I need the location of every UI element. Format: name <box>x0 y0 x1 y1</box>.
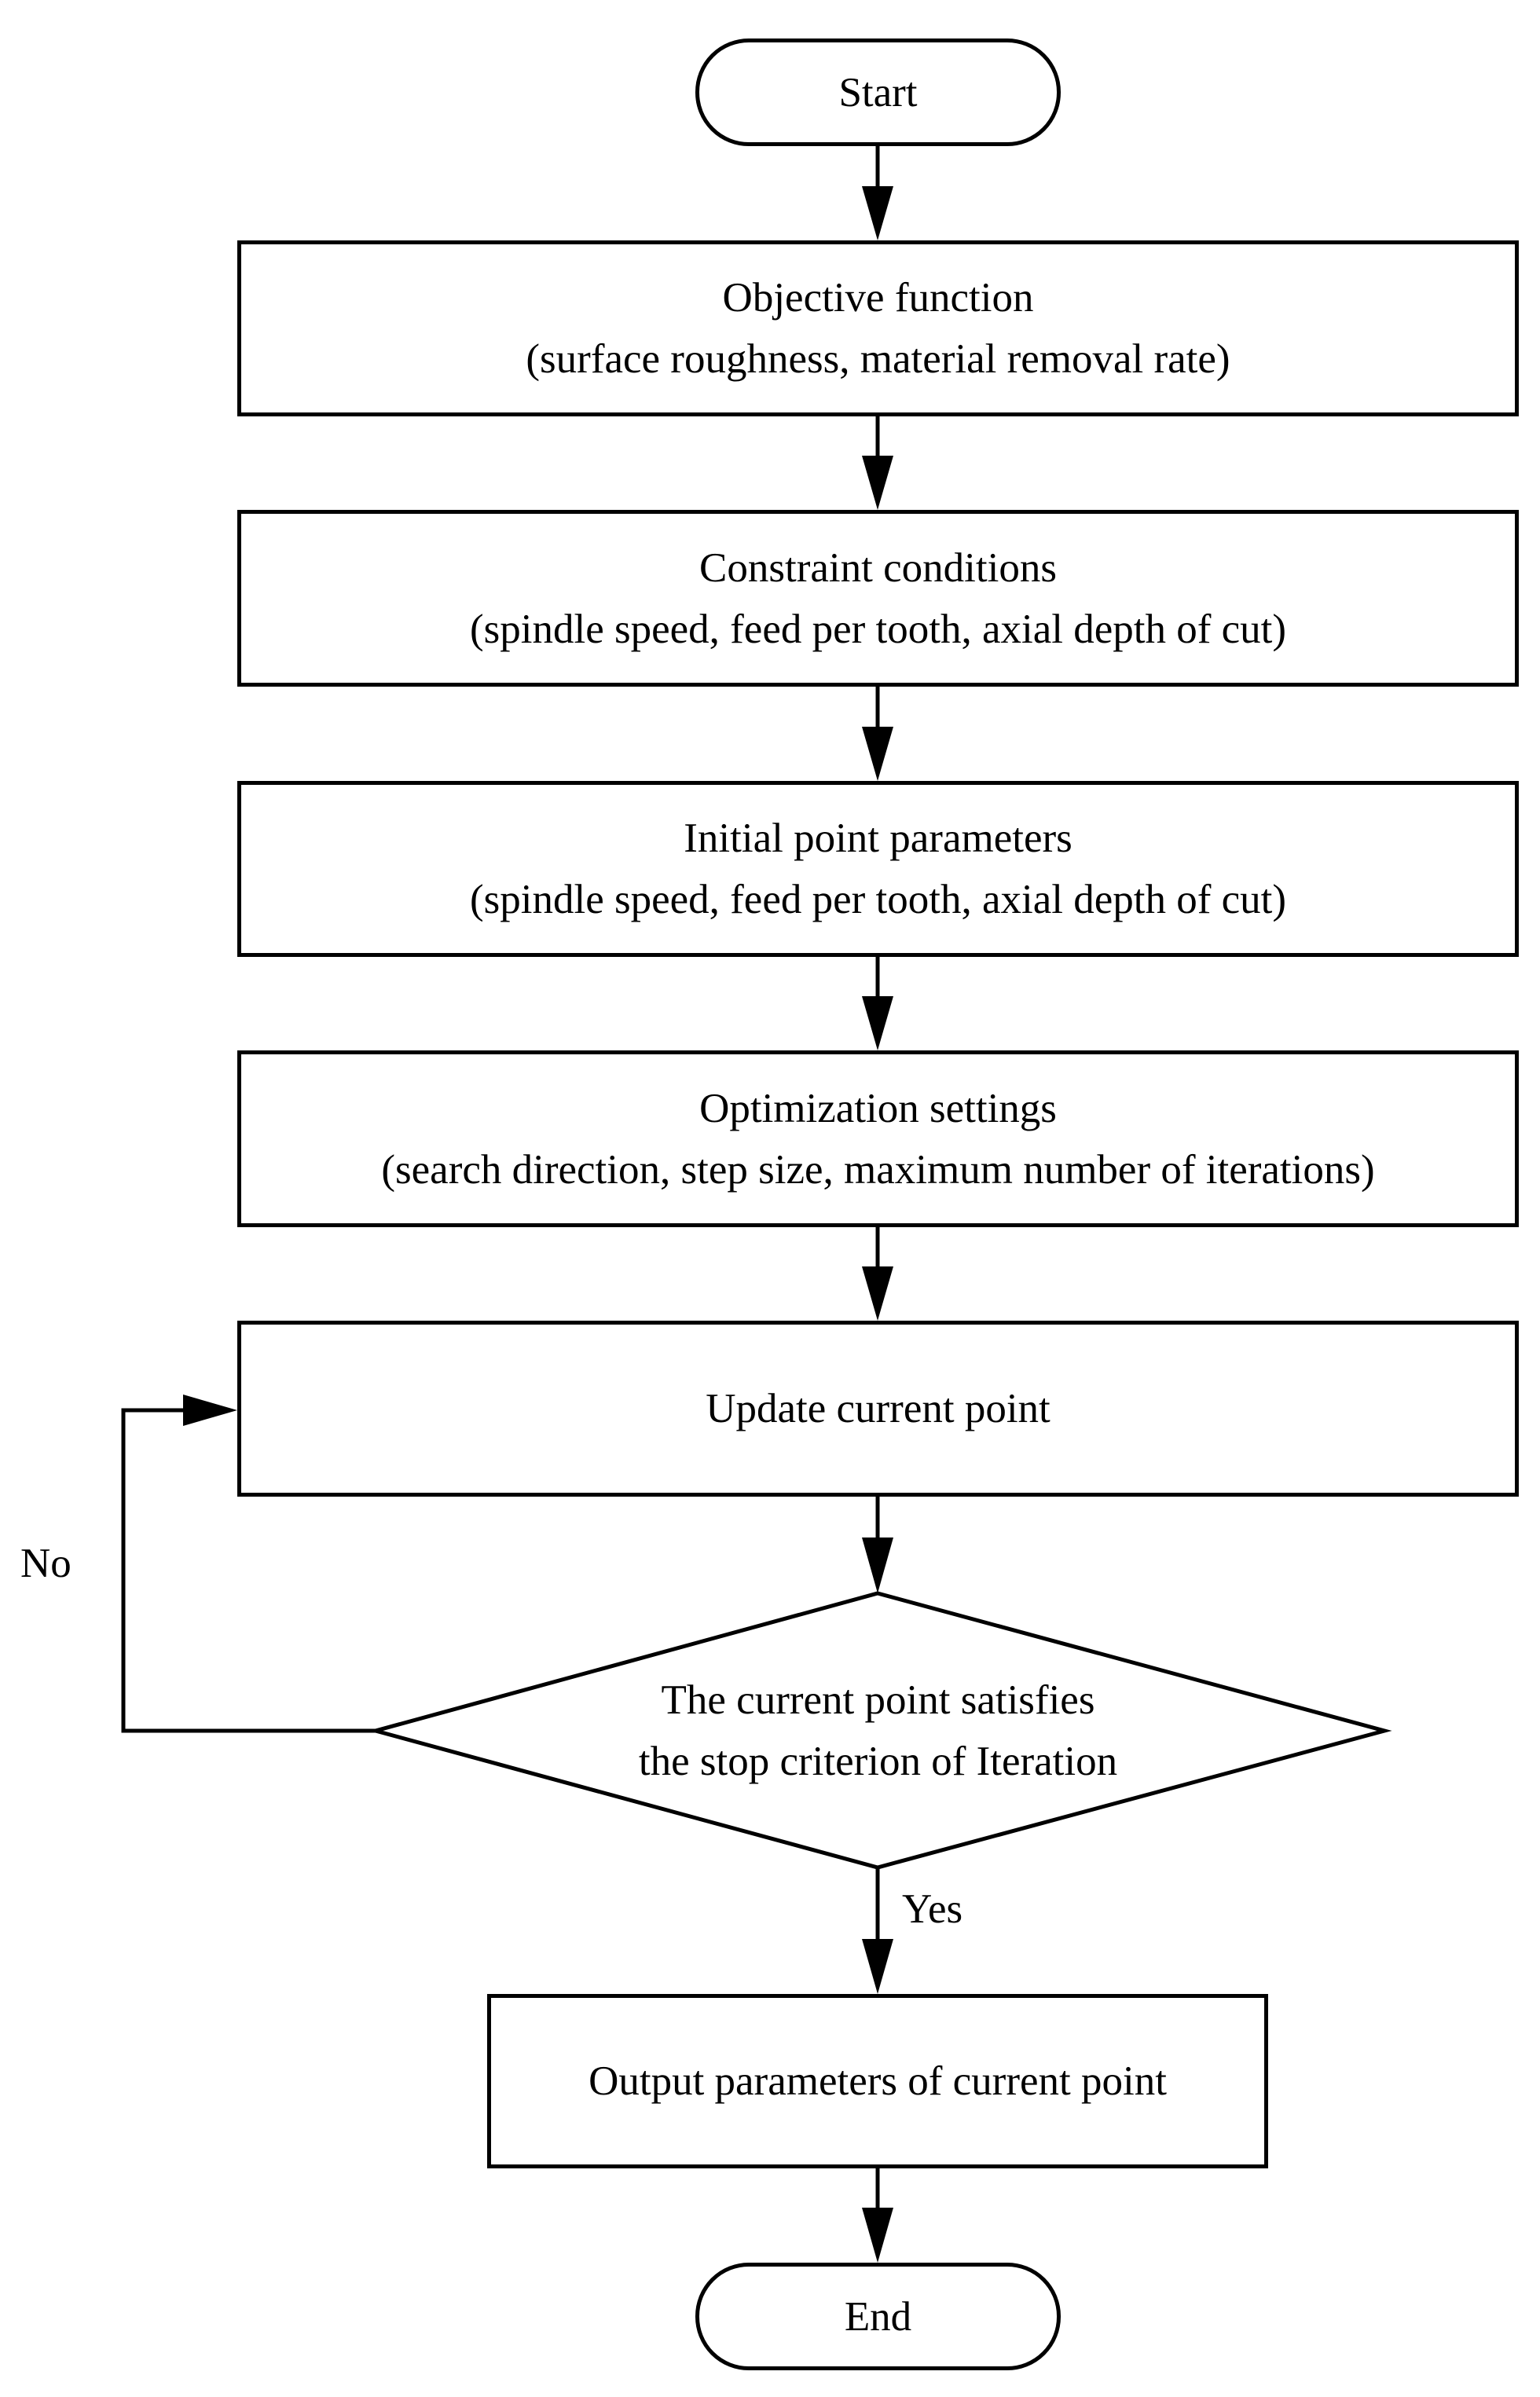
objective-detail: (surface roughness, material removal rat… <box>526 336 1230 382</box>
decision-diamond <box>368 1591 1392 1870</box>
arrowhead-icon <box>862 1939 893 1994</box>
initial-title: Initial point parameters <box>684 815 1072 861</box>
arrowhead-icon <box>862 186 893 240</box>
decision-text: The current point satisfies the stop cri… <box>511 1669 1245 1793</box>
initial-point-box: Initial point parameters (spindle speed,… <box>237 781 1519 957</box>
update-label: Update current point <box>706 1386 1050 1431</box>
decision-line-1: The current point satisfies <box>661 1677 1095 1723</box>
end-label: End <box>844 2293 912 2340</box>
arrowhead-icon <box>862 456 893 510</box>
output-parameters-box: Output parameters of current point <box>487 1994 1268 2168</box>
objective-title: Objective function <box>722 275 1034 321</box>
arrowhead-icon <box>862 996 893 1050</box>
arrowhead-icon <box>862 1538 893 1593</box>
arrowhead-icon <box>862 1266 893 1321</box>
constraints-detail: (spindle speed, feed per tooth, axial de… <box>469 606 1287 652</box>
arrowhead-icon <box>862 727 893 781</box>
arrowhead-icon <box>862 2208 893 2263</box>
objective-function-box: Objective function (surface roughness, m… <box>237 240 1519 416</box>
connector-no-loop <box>121 1408 376 1733</box>
no-label: No <box>20 1541 72 1586</box>
output-label: Output parameters of current point <box>588 2058 1167 2104</box>
initial-detail: (spindle speed, feed per tooth, axial de… <box>469 877 1287 922</box>
decision-line-2: the stop criterion of Iteration <box>638 1739 1118 1784</box>
start-terminal: Start <box>695 38 1061 146</box>
start-label: Start <box>838 69 918 115</box>
constraint-conditions-box: Constraint conditions (spindle speed, fe… <box>237 510 1519 687</box>
end-terminal: End <box>695 2263 1061 2370</box>
optimization-settings-box: Optimization settings (search direction,… <box>237 1050 1519 1227</box>
constraints-title: Constraint conditions <box>699 544 1057 591</box>
yes-label: Yes <box>902 1886 963 1932</box>
update-current-point-box: Update current point <box>237 1321 1519 1497</box>
optimization-title: Optimization settings <box>699 1085 1057 1131</box>
arrowhead-icon <box>183 1395 237 1426</box>
optimization-detail: (search direction, step size, maximum nu… <box>381 1146 1375 1193</box>
